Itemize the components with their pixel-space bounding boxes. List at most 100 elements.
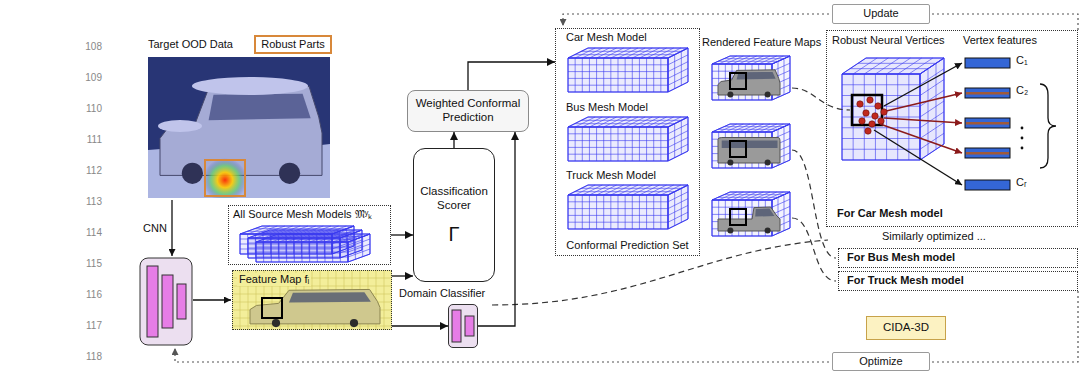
line-number: 116 [76,289,102,301]
domain-classifier-icon [448,304,478,348]
mesh-model-part [568,127,668,128]
line-number: 113 [76,196,102,208]
mesh-model-part [256,242,348,243]
mesh-model-part [625,58,626,92]
rendered-vehicle-part [718,207,780,231]
feature-map-grid-part [262,298,282,318]
mesh-model-part [568,58,569,92]
classification-scorer: Classification ScorerΓ [413,148,495,282]
mesh-model-part [772,199,790,207]
vertex-feature [966,152,1009,155]
mesh-model-part [568,133,668,134]
mesh-model-part [255,228,347,229]
truck-optimize-box: For Truck Mesh model [838,271,1078,291]
node-title: Target OOD Data [148,38,233,51]
mesh-model-part [784,195,785,231]
feature-symbol: Cᵣ [1016,176,1027,189]
node-title: Feature Map fᵢ [237,273,311,286]
backbone-label: CNN [143,222,167,235]
node-title: For Bus Mesh model [847,251,955,264]
rendered-maps-part [730,73,746,89]
mesh-model-part [920,112,944,128]
line-number: 110 [76,103,102,115]
mesh-model-part [348,244,370,252]
mesh-model-part [712,132,772,133]
mesh-model-part [581,51,681,52]
weighted-cp-box: Weighted Conformal Prediction [407,90,529,132]
line-number: 111 [76,134,102,146]
mesh-model-part [842,160,920,161]
mesh-model-part [660,58,661,92]
line-number: 108 [76,41,102,53]
mesh-model-part [875,58,899,74]
mesh-model-part [610,127,611,161]
node-title: Classification Scorer [418,184,490,213]
cnn-backbone-part [147,266,158,337]
mesh-model-part [730,192,790,193]
neural-vertex [872,113,878,119]
mesh-model-part [582,195,583,229]
mesh-model-part [581,120,681,121]
node-title: All Source Mesh Models 𝔐ʸₖ [233,208,372,221]
robust-part-marker [205,160,245,196]
feature-arrow [880,124,962,153]
mesh-model-part [898,58,922,74]
mesh-model-part [271,236,363,237]
mesh-model [256,234,370,262]
domain-classifier-icon-part [465,316,474,336]
neural-vertex [857,101,863,107]
mesh-model-part [256,257,348,258]
flow-connector [392,275,413,276]
vertex-feature [965,148,1010,158]
node-title: Conformal Prediction Set [566,239,688,252]
mesh-model-part [842,84,920,85]
mesh-model-part [568,208,668,209]
mesh-model-part [362,237,363,257]
brace [1040,84,1056,168]
mesh-model-part [568,147,668,148]
feature-symbol: C₁ [1016,54,1028,67]
mesh-model-part [712,200,772,201]
mesh-model-part [772,56,790,64]
mesh-model-part [668,127,669,161]
mesh-model-part [858,63,936,64]
mesh-model-part [712,132,772,133]
mesh-model-part [575,54,675,55]
ellipsis-dot [1021,127,1024,130]
mesh-model-part [610,195,611,229]
mesh-model-part [589,127,590,161]
note-label: Similarly optimized ... [882,230,986,243]
mesh-model-part [842,149,920,150]
mesh-model-part [348,254,370,262]
mesh-model-part [909,58,933,74]
mesh-model-part [724,126,784,127]
rendered-vehicle [718,207,780,233]
mesh-model-part [618,58,619,92]
feature-car-part [350,319,358,327]
correspondence-line [792,150,836,258]
mesh-model-part [674,55,675,89]
vertex-feature [965,88,1010,98]
mesh-model-part [589,195,590,229]
feature-map-grid-part [232,326,392,327]
mesh-model-part [850,68,928,69]
mesh-model-part [348,234,370,242]
method-name-box: CIDA-3D [866,316,946,340]
mesh-model-part [920,123,944,139]
mesh-model-part [668,151,688,161]
feature-map-grid [232,270,392,330]
mesh-model-part [660,127,661,161]
neural-vertices-part [852,95,882,125]
mesh-model-part [603,58,604,92]
line-number: 117 [76,320,102,332]
rendered-vehicle [718,138,780,166]
mesh-model-part [639,195,640,229]
mesh-model-part [646,127,647,161]
mesh-model-part [784,127,785,163]
mesh-model-part [582,127,583,161]
mesh-model [568,117,688,161]
mesh-model-part [688,185,689,219]
node-title: Robust Parts [261,38,325,51]
mesh-model [568,185,688,229]
feature-arrow [874,130,962,185]
